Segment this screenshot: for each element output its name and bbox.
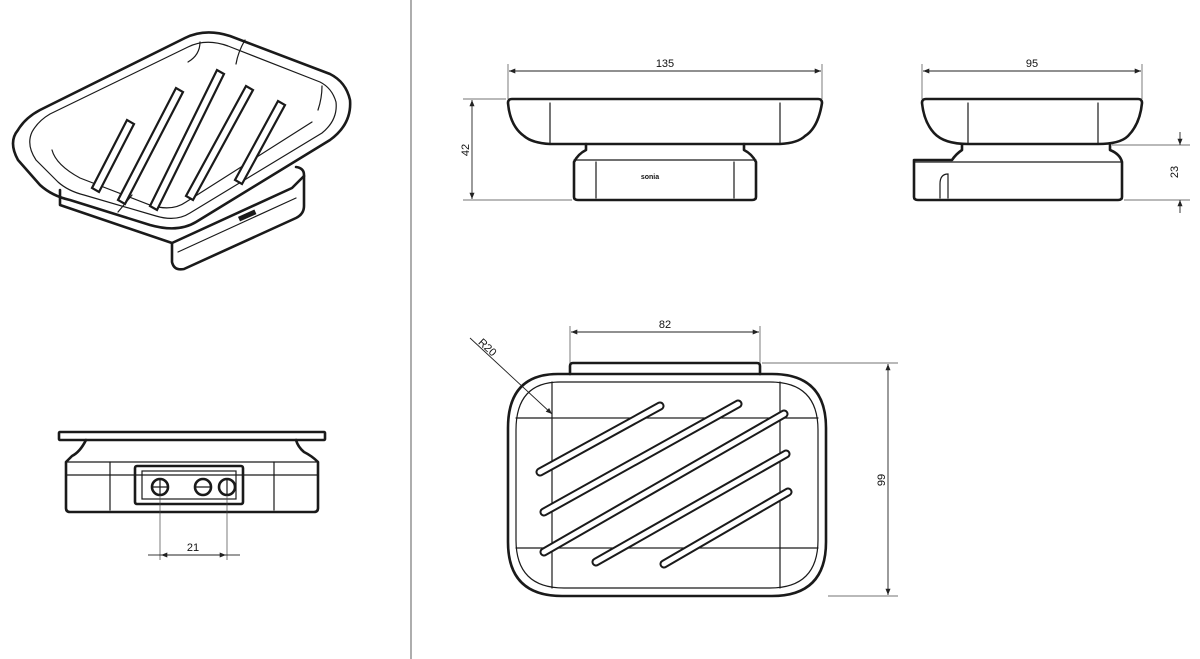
top-view: 82 99 R20 xyxy=(469,319,898,598)
dim-depth: 99 xyxy=(876,474,888,486)
front-brand-label: sonia xyxy=(641,174,659,181)
isometric-view xyxy=(11,31,352,271)
brand-logo-mark xyxy=(237,209,257,222)
dim-length: 135 xyxy=(656,58,674,70)
front-view: sonia 135 42 xyxy=(460,58,824,202)
top-rods xyxy=(535,399,793,569)
back-view: 21 xyxy=(57,430,327,560)
dim-corner-radius: R20 xyxy=(476,337,499,360)
mounting-bracket xyxy=(133,464,245,506)
screw-hole-center xyxy=(193,477,213,497)
isometric-rods xyxy=(90,68,287,212)
dim-mount-width: 82 xyxy=(659,319,671,331)
dim-base-height: 23 xyxy=(1169,166,1181,178)
dim-height: 42 xyxy=(460,144,472,156)
dim-screw-spacing: 21 xyxy=(187,542,199,554)
dim-width: 95 xyxy=(1026,58,1038,70)
side-view: 95 23 xyxy=(912,58,1190,213)
